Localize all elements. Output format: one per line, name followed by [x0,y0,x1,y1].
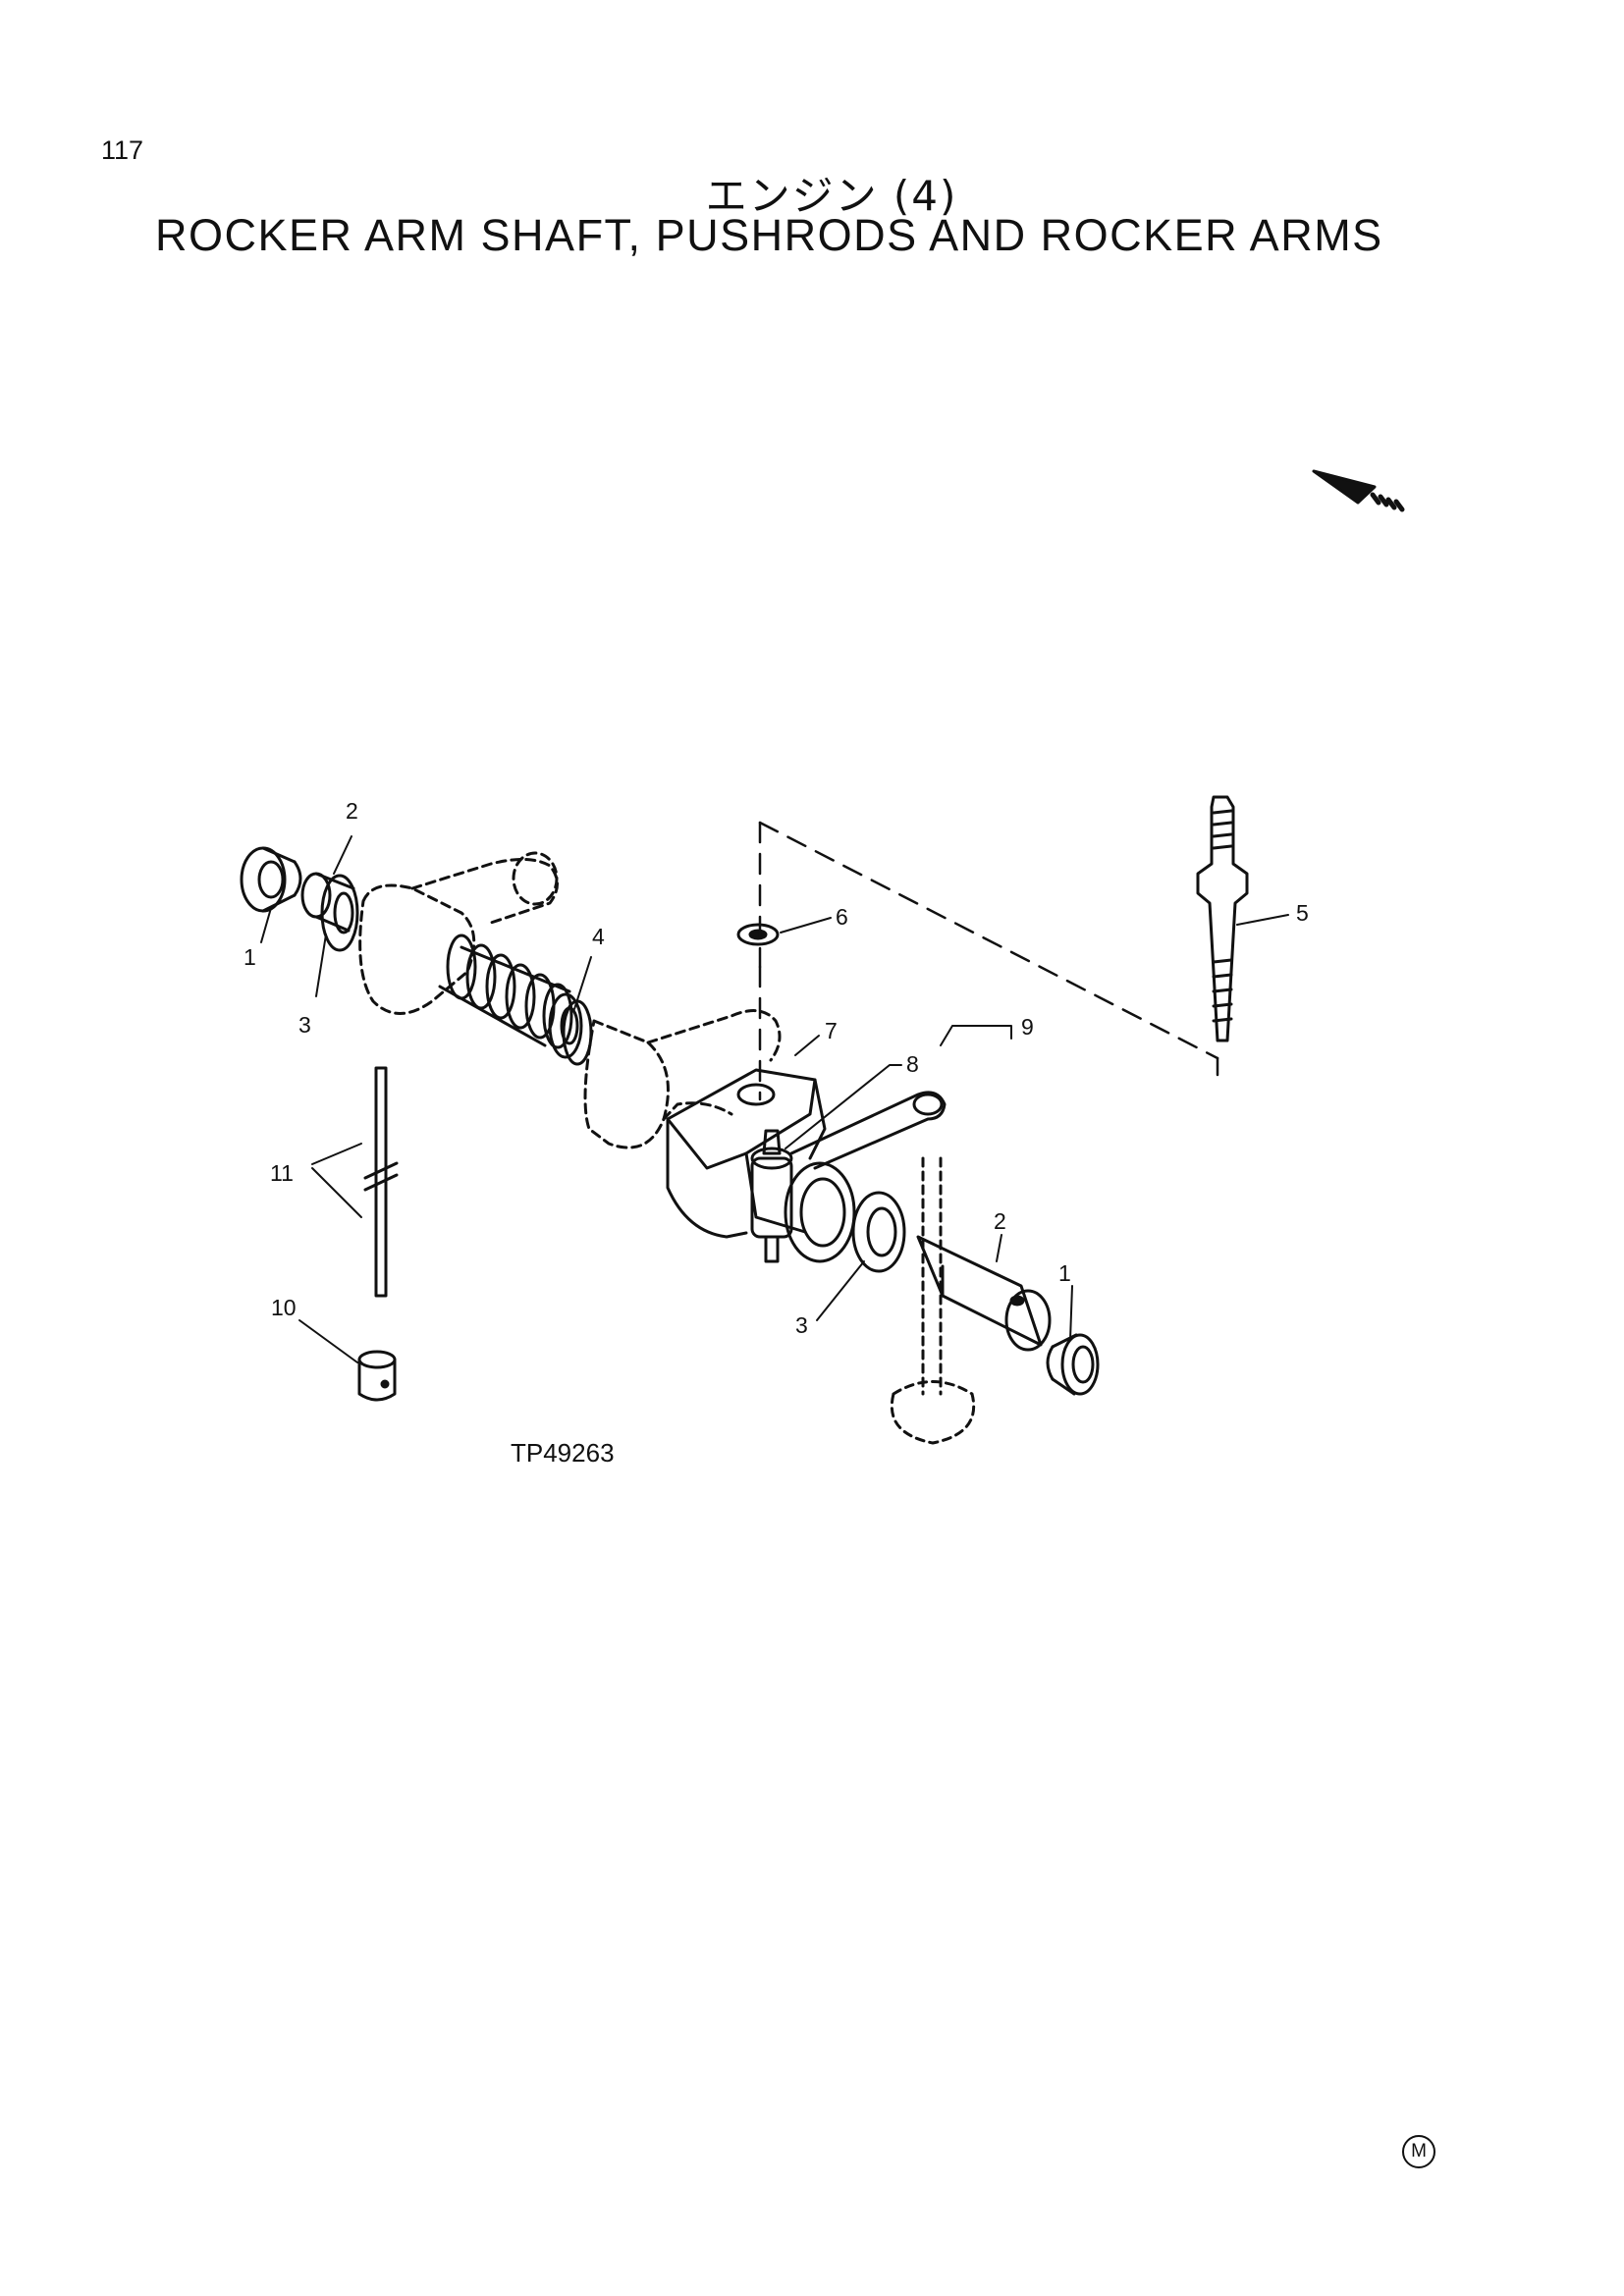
callout-1-left: 1 [244,944,256,970]
callout-9: 9 [1021,1014,1034,1040]
callout-5: 5 [1296,900,1309,926]
part-rocker-arm [784,1091,947,1263]
callout-7: 7 [825,1018,838,1043]
callout-3-left: 3 [298,1012,311,1038]
callout-11: 11 [270,1160,294,1186]
callout-6: 6 [836,904,848,930]
part-bracket-left [358,851,559,1015]
callout-2-right: 2 [994,1208,1006,1234]
page-number: 117 [101,135,144,165]
part-shaft-end-right [916,1235,1052,1352]
part-valve-end [890,1156,976,1445]
part-washer-right [851,1191,906,1273]
part-plug-right [1046,1333,1100,1396]
assembly-guide-line [758,821,1219,1101]
page-title: ROCKER ARM SHAFT, PUSHRODS AND ROCKER AR… [155,210,1383,260]
callout-1-right: 1 [1058,1260,1071,1286]
figure-code: TP49263 [511,1438,615,1468]
leader-lines [260,835,1289,1363]
part-washer-left [320,874,359,952]
part-washer-nut [736,923,780,946]
part-push-rod [363,1066,399,1298]
part-stud [1196,795,1249,1042]
callout-10: 10 [271,1295,297,1320]
part-tappet [357,1350,397,1402]
part-plug-left [240,846,302,913]
part-spring [438,934,573,1049]
callout-2-left: 2 [346,798,358,824]
maintenance-mark-icon: M [1402,2135,1435,2168]
part-bracket-middle [583,1009,782,1149]
part-shaft-support [666,1068,827,1239]
callout-3-right: 3 [795,1312,808,1338]
part-adjusting-screw [750,1129,793,1263]
callout-8: 8 [906,1051,919,1077]
front-arrow-icon [1312,469,1405,512]
page-title-japanese: エンジン (4) [705,172,958,220]
callout-4: 4 [592,924,605,949]
